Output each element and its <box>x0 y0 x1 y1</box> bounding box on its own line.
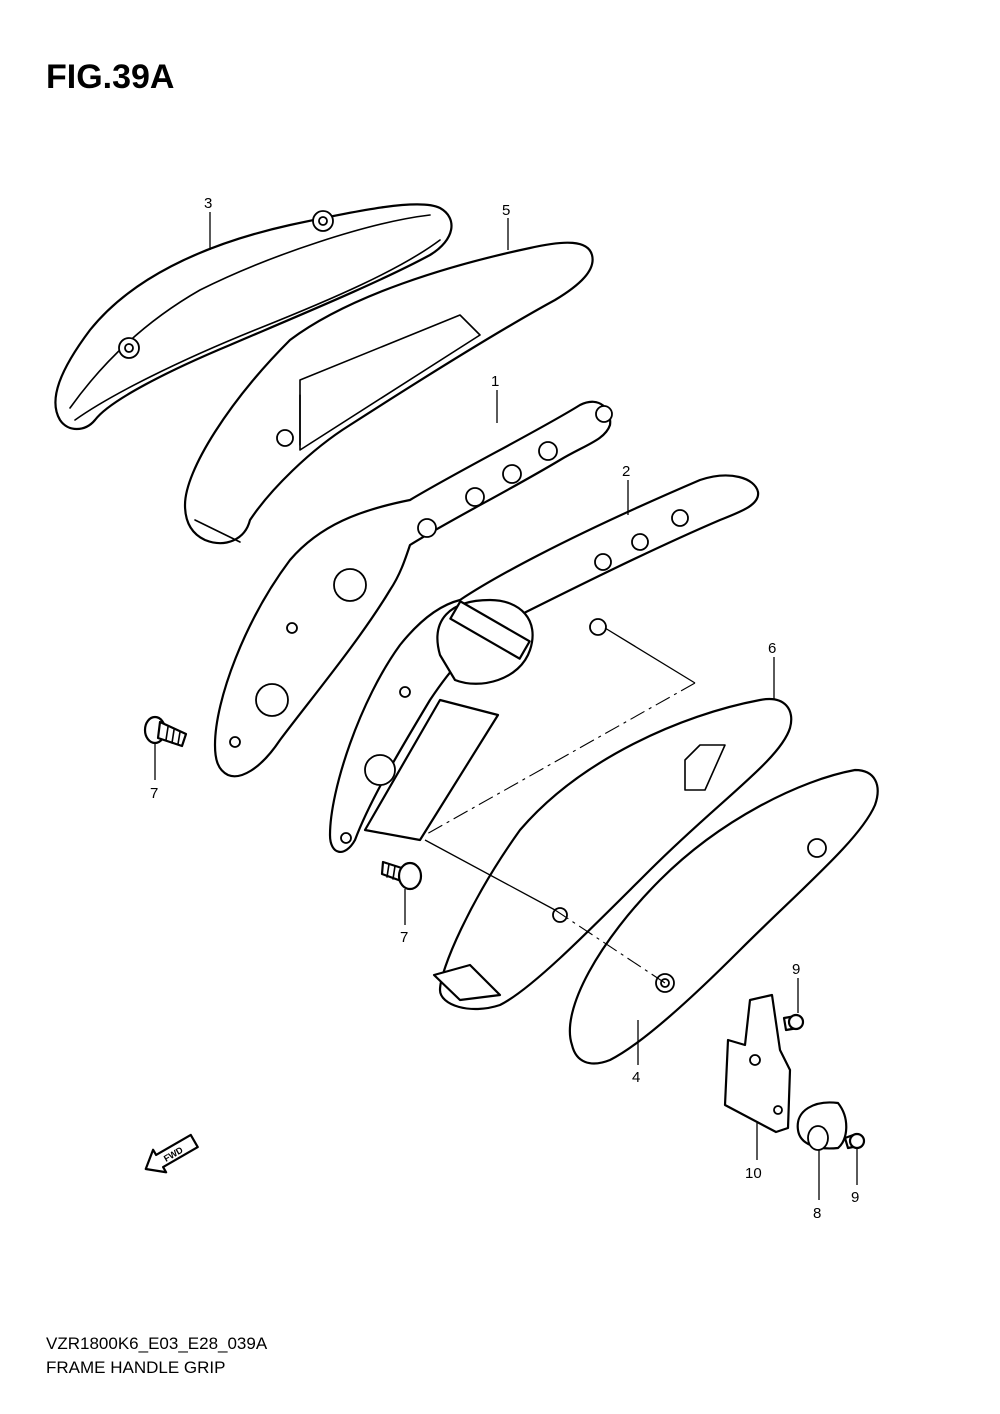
part-10-bracket <box>723 993 792 1134</box>
footer-figure-name: FRAME HANDLE GRIP <box>46 1358 226 1377</box>
footer-drawing-code: VZR1800K6_E03_E28_039A <box>46 1334 268 1353</box>
part-1-frame-bracket <box>213 400 613 778</box>
callout-9-lower: 9 <box>851 1189 859 1206</box>
callout-5: 5 <box>502 202 510 219</box>
figure-title: FIG.39A <box>46 58 175 96</box>
part-2-frame-bracket <box>328 474 760 853</box>
part-9-screw-upper <box>782 1013 805 1032</box>
part-3-handle-cover <box>54 203 453 431</box>
part-5-handle-grip <box>183 241 594 545</box>
callout-9-upper: 9 <box>792 961 800 978</box>
callout-6: 6 <box>768 640 776 657</box>
callout-8: 8 <box>813 1205 821 1222</box>
callout-1: 1 <box>491 373 499 390</box>
callout-3: 3 <box>204 195 212 212</box>
part-7-bolt-right <box>380 860 423 891</box>
assembly-lines <box>424 627 696 984</box>
part-9-screw-lower <box>843 1132 866 1150</box>
fwd-arrow-icon: FWD <box>144 1133 199 1174</box>
callout-2: 2 <box>622 463 630 480</box>
leader-lines <box>154 212 858 1200</box>
callout-4: 4 <box>632 1069 640 1086</box>
callout-10: 10 <box>745 1165 762 1182</box>
callout-7-left: 7 <box>150 785 158 802</box>
part-8-clamp <box>796 1101 848 1151</box>
part-6-side-cover <box>432 697 793 1010</box>
part-7-bolt-left <box>143 715 188 748</box>
callout-7-right: 7 <box>400 929 408 946</box>
